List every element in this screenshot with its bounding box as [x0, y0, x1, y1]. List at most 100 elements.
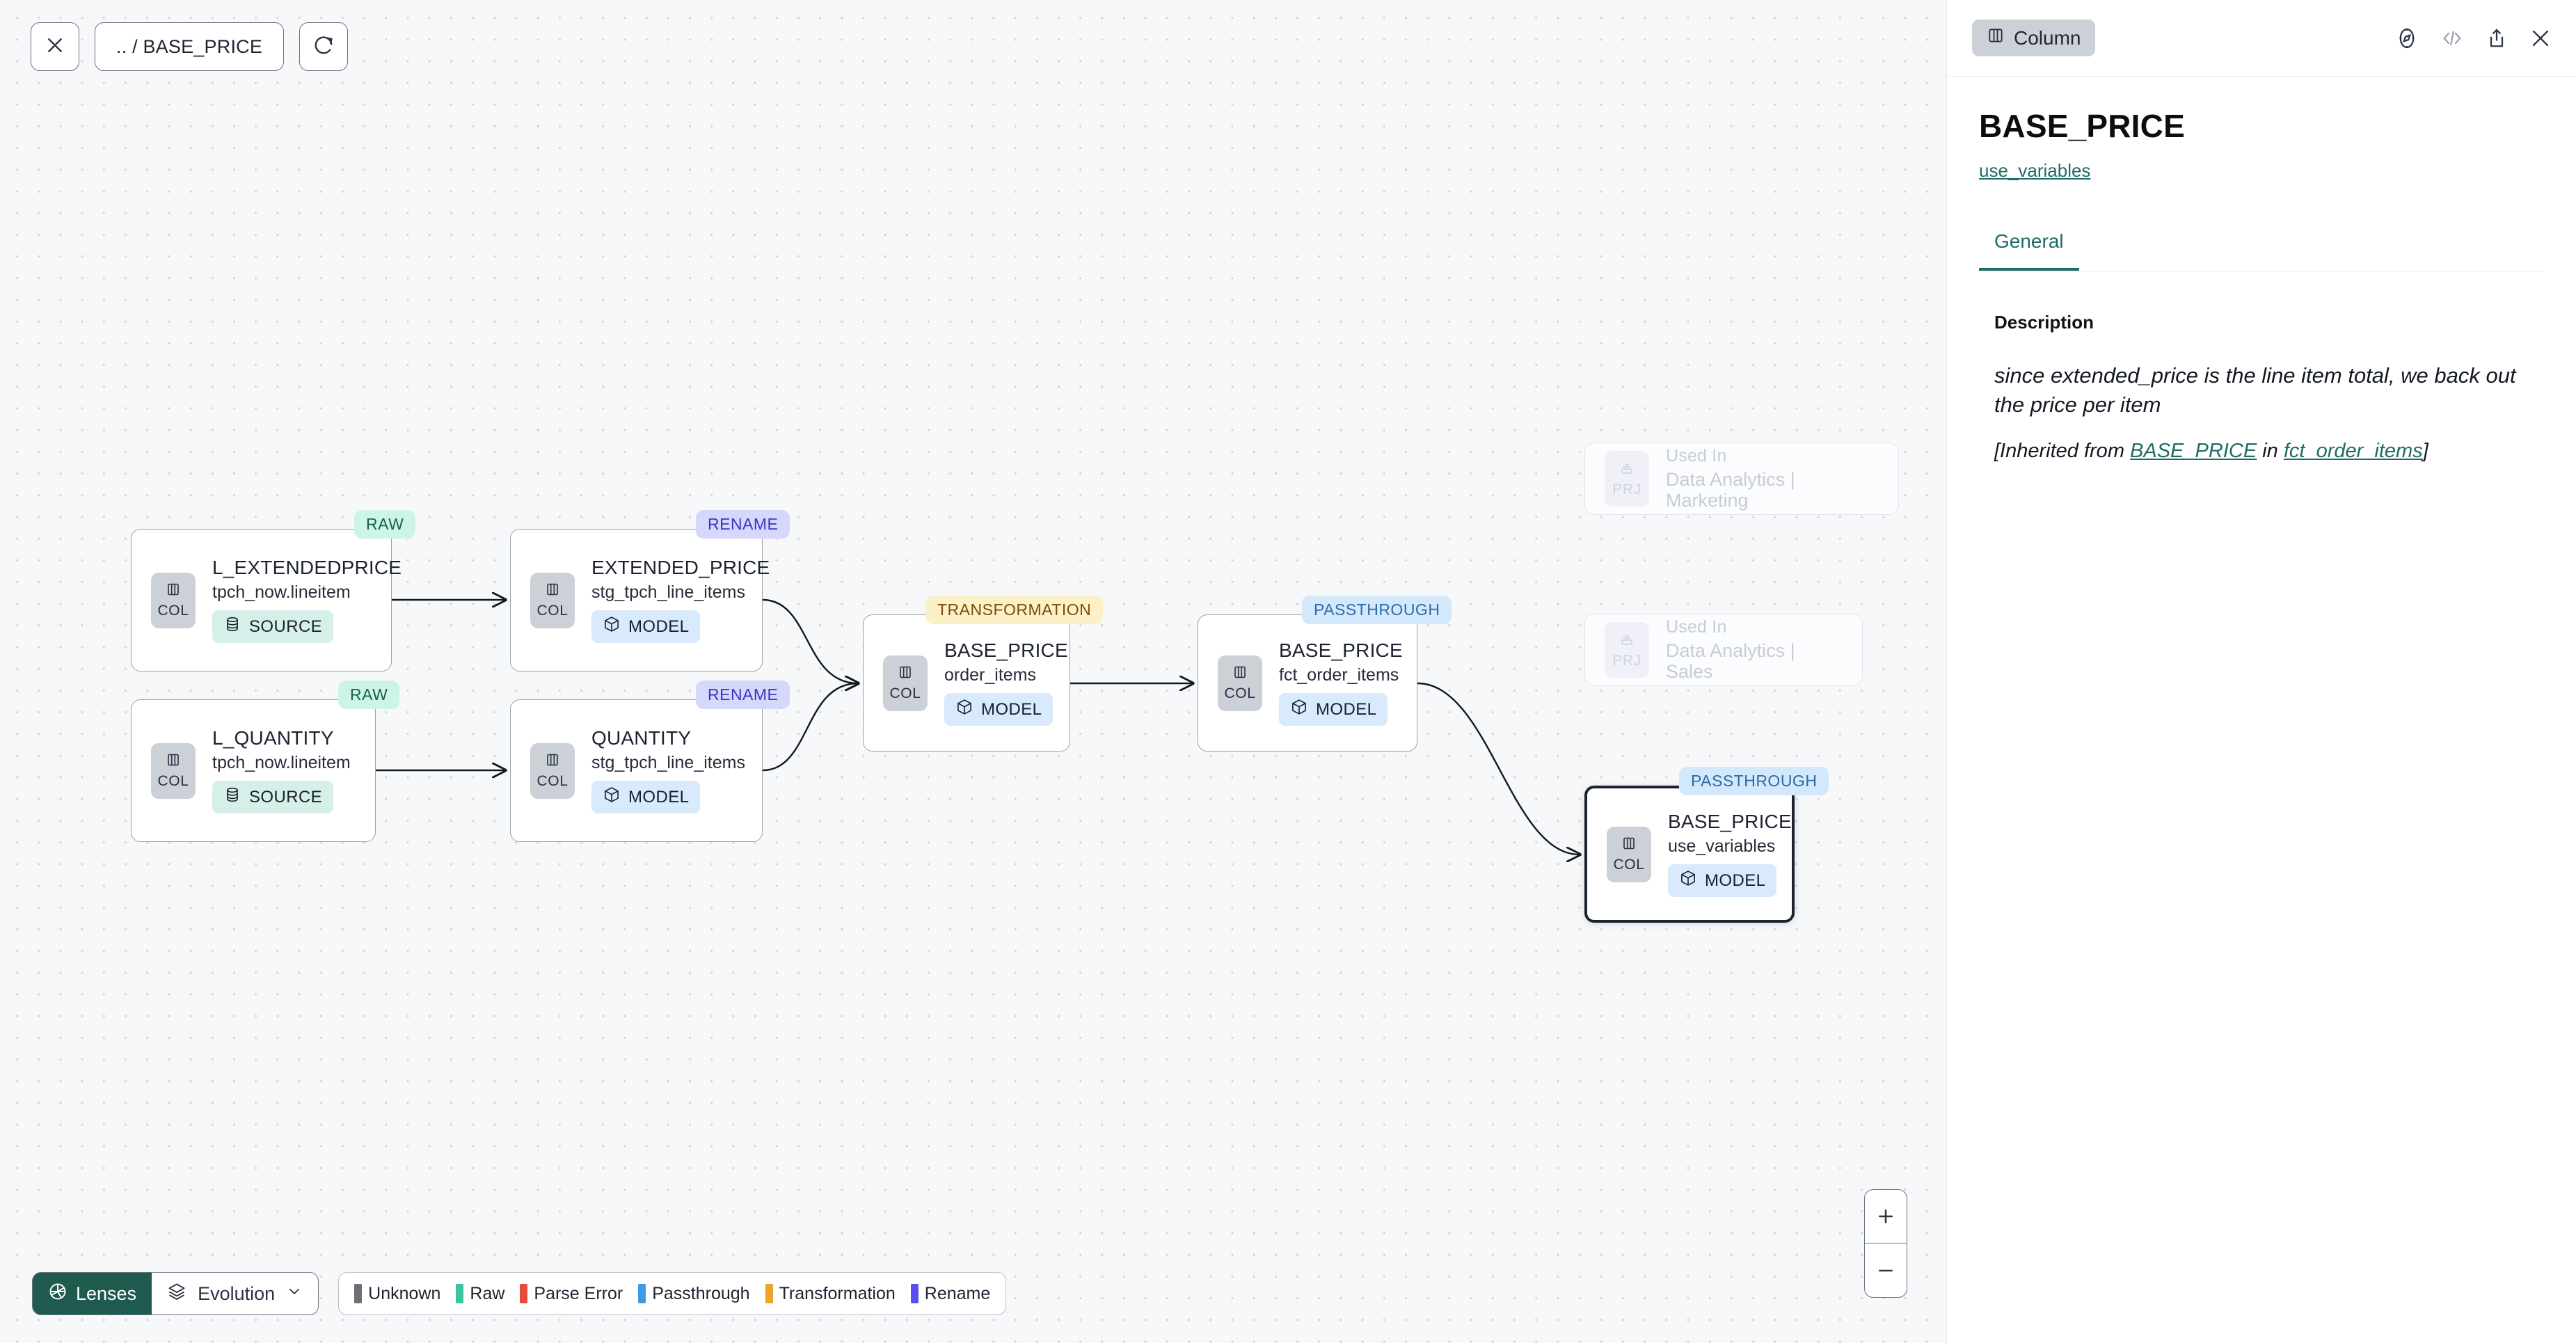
material-label: MODEL	[1705, 871, 1766, 890]
node-subtitle: stg_tpch_line_items	[591, 582, 745, 602]
bottom-toolbar: Lenses Evolution Unknown	[32, 1272, 1007, 1315]
column-tile: COL	[151, 742, 196, 799]
details-panel: Column	[1946, 0, 2576, 1343]
lenses-group: Lenses Evolution	[32, 1272, 319, 1315]
zoom-in-button[interactable]	[1865, 1190, 1907, 1243]
panel-body: BASE_PRICE use_variables General Descrip…	[1947, 77, 2576, 465]
node-tag-rename: RENAME	[696, 681, 790, 709]
node-info: BASE_PRICE use_variables MODEL	[1668, 810, 1810, 898]
column-tile-label: COL	[1224, 685, 1256, 701]
project-tile: PRJ	[1605, 451, 1649, 507]
canvas-toolbar: .. / BASE_PRICE	[31, 22, 349, 71]
kind-label: Column	[2014, 26, 2081, 49]
legend-item-rename[interactable]: Rename	[910, 1283, 991, 1304]
lenses-label: Lenses	[76, 1282, 137, 1304]
panel-header: Column	[1947, 0, 2576, 77]
graph-node-used-in-marketing: PRJ Used In Data Analytics | Marketing	[1584, 443, 1899, 515]
lenses-button[interactable]: Lenses	[33, 1273, 152, 1314]
legend-swatch	[765, 1284, 773, 1303]
description-body: since extended_price is the line item to…	[1979, 361, 2543, 465]
refresh-icon	[312, 34, 335, 60]
column-icon	[1620, 835, 1638, 855]
material-badge: MODEL	[591, 781, 701, 814]
graph-node-extended_price[interactable]: COL EXTENDED_PRICE stg_tpch_line_items M…	[510, 529, 770, 672]
code-icon[interactable]	[2440, 26, 2465, 50]
graph-node-base_price_order_items[interactable]: COL BASE_PRICE order_items MODEL	[863, 614, 1070, 752]
legend-label: Parse Error	[534, 1283, 623, 1303]
graph-node-used-in-sales: PRJ Used In Data Analytics | Sales	[1584, 614, 1863, 686]
graph-node-quantity[interactable]: COL QUANTITY stg_tpch_line_items MODEL	[510, 699, 763, 842]
legend-label: Transformation	[779, 1283, 896, 1303]
node-title: BASE_PRICE	[1279, 639, 1403, 661]
legend-swatch	[520, 1284, 528, 1303]
column-tile: COL	[530, 572, 575, 628]
column-icon	[164, 752, 182, 772]
database-icon	[223, 615, 241, 638]
graph-node-l_quantity[interactable]: COL L_QUANTITY tpch_now.lineitem SOURCE	[131, 699, 376, 842]
node-subtitle: fct_order_items	[1279, 665, 1399, 685]
inherited-model-link[interactable]: fct_order_items	[2283, 439, 2423, 462]
refresh-button[interactable]	[299, 22, 349, 71]
legend-item-parse-error[interactable]: Parse Error	[520, 1284, 623, 1304]
cube-icon	[1679, 869, 1697, 892]
legend-label: Rename	[924, 1283, 991, 1303]
node-title: BASE_PRICE	[1668, 810, 1792, 832]
node-info: Used In Data Analytics | Marketing	[1666, 445, 1898, 511]
column-icon	[543, 581, 562, 601]
graph-node-base_price_fct[interactable]: COL BASE_PRICE fct_order_items MODEL	[1198, 614, 1417, 752]
node-tag-raw: RAW	[338, 681, 400, 709]
layers-icon	[167, 1282, 186, 1306]
column-icon	[543, 752, 562, 772]
node-info: QUANTITY stg_tpch_line_items MODEL	[591, 727, 763, 814]
material-badge: MODEL	[944, 693, 1054, 726]
inherited-prefix: [Inherited from	[1994, 439, 2131, 462]
zoom-controls	[1864, 1189, 1907, 1298]
cube-icon	[955, 698, 973, 721]
compass-icon[interactable]	[2395, 26, 2419, 50]
material-label: MODEL	[628, 617, 690, 636]
share-icon[interactable]	[2486, 26, 2508, 50]
used-in-label: Used In	[1666, 445, 1727, 466]
close-graph-button[interactable]	[31, 22, 79, 71]
graph-node-base_price_use_variables[interactable]: COL BASE_PRICE use_variables MODEL	[1584, 786, 1795, 923]
node-info: EXTENDED_PRICE stg_tpch_line_items MODEL	[591, 556, 788, 644]
tab-general[interactable]: General	[1979, 230, 2079, 271]
project-tile-label: PRJ	[1612, 652, 1641, 669]
legend-item-passthrough[interactable]: Passthrough	[638, 1284, 750, 1304]
material-badge: MODEL	[1279, 693, 1388, 726]
close-icon	[45, 35, 65, 59]
column-tile-label: COL	[536, 603, 569, 619]
material-badge: MODEL	[1668, 864, 1777, 898]
legend-item-unknown[interactable]: Unknown	[354, 1284, 440, 1304]
evolution-label: Evolution	[198, 1282, 276, 1304]
evolution-dropdown[interactable]: Evolution	[152, 1273, 318, 1314]
node-info: BASE_PRICE order_items MODEL	[944, 639, 1086, 726]
zoom-out-button[interactable]	[1865, 1243, 1907, 1297]
inherited-mid: in	[2257, 439, 2284, 462]
inherited-column-link[interactable]: BASE_PRICE	[2130, 439, 2257, 462]
graph-node-l_extendedprice[interactable]: COL L_EXTENDEDPRICE tpch_now.lineitem SO…	[131, 529, 401, 672]
legend: Unknown Raw Parse Error Passthrough Tran…	[338, 1272, 1007, 1315]
breadcrumb[interactable]: .. / BASE_PRICE	[95, 22, 285, 71]
node-info: L_EXTENDEDPRICE tpch_now.lineitem SOURCE	[212, 557, 420, 644]
legend-label: Unknown	[368, 1283, 441, 1303]
legend-item-transformation[interactable]: Transformation	[765, 1284, 896, 1304]
chevron-down-icon	[286, 1283, 303, 1305]
node-subtitle: tpch_now.lineitem	[212, 752, 351, 772]
database-icon	[223, 786, 241, 809]
close-panel-icon[interactable]	[2529, 26, 2552, 50]
column-tile: COL	[151, 572, 196, 628]
lineage-canvas[interactable]: .. / BASE_PRICE	[0, 0, 1946, 1343]
column-icon	[164, 581, 182, 601]
node-info: BASE_PRICE fct_order_items MODEL	[1279, 639, 1421, 726]
model-link[interactable]: use_variables	[1979, 160, 2091, 181]
cube-icon	[1290, 698, 1308, 721]
node-title: EXTENDED_PRICE	[591, 556, 770, 578]
legend-swatch	[638, 1284, 646, 1303]
panel-header-actions	[2395, 26, 2552, 50]
material-label: SOURCE	[249, 787, 323, 806]
legend-item-raw[interactable]: Raw	[456, 1284, 504, 1304]
node-tag-passthrough: PASSTHROUGH	[1679, 767, 1829, 795]
column-tile-label: COL	[536, 773, 569, 789]
node-info: L_QUANTITY tpch_now.lineitem SOURCE	[212, 727, 369, 814]
